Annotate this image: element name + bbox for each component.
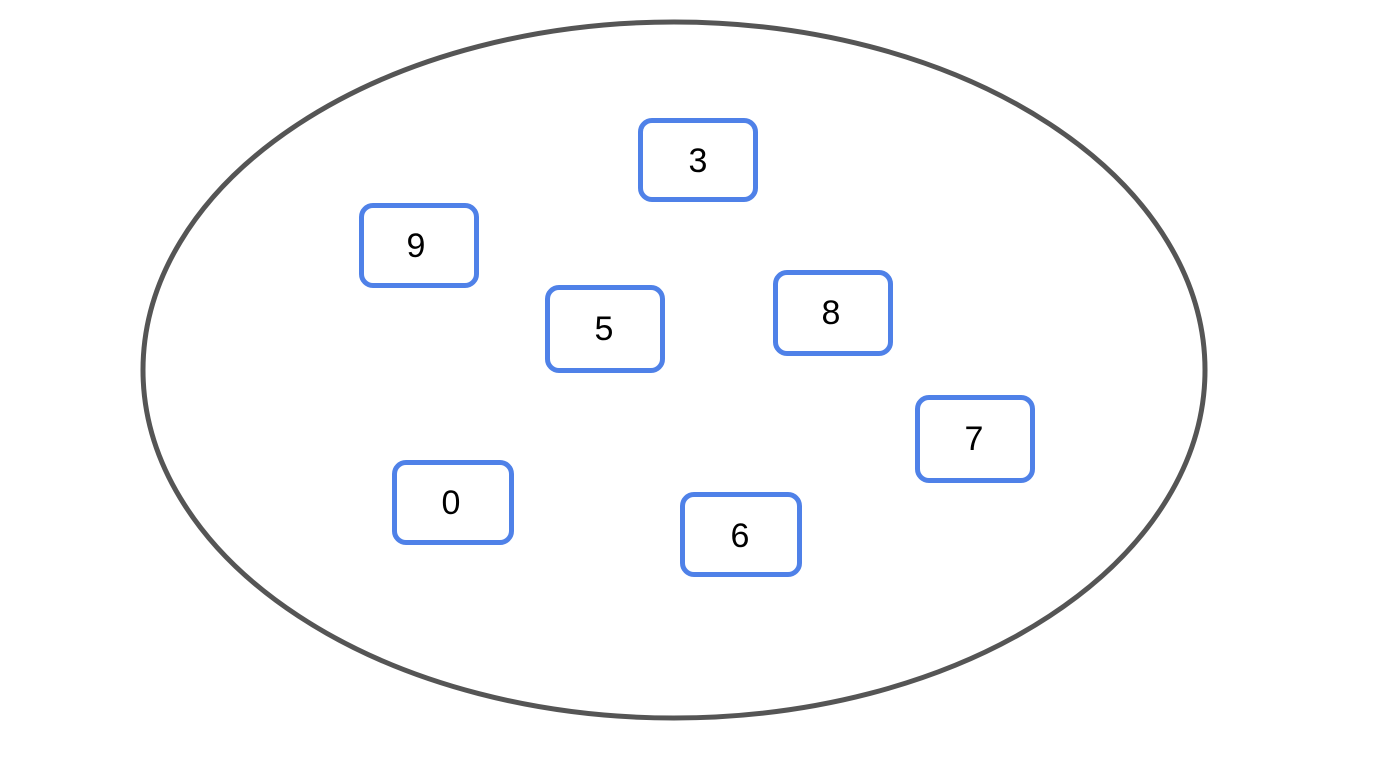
- number-box-8-label: 8: [821, 294, 841, 332]
- number-box-6-label: 6: [730, 517, 750, 555]
- number-box-5-label: 5: [594, 310, 614, 348]
- number-box-3[interactable]: [638, 118, 758, 202]
- number-box-3-label: 3: [688, 142, 708, 180]
- number-box-0-label: 0: [441, 484, 461, 522]
- number-box-9[interactable]: [359, 203, 479, 288]
- number-box-8[interactable]: [773, 270, 893, 356]
- number-box-7-label: 7: [964, 420, 984, 458]
- boundary-ellipse: [140, 19, 1208, 721]
- number-box-0[interactable]: [392, 460, 514, 545]
- number-box-9-label: 9: [406, 227, 426, 265]
- number-box-7[interactable]: [915, 395, 1035, 483]
- number-box-5[interactable]: [545, 285, 665, 373]
- number-box-6[interactable]: [680, 492, 802, 577]
